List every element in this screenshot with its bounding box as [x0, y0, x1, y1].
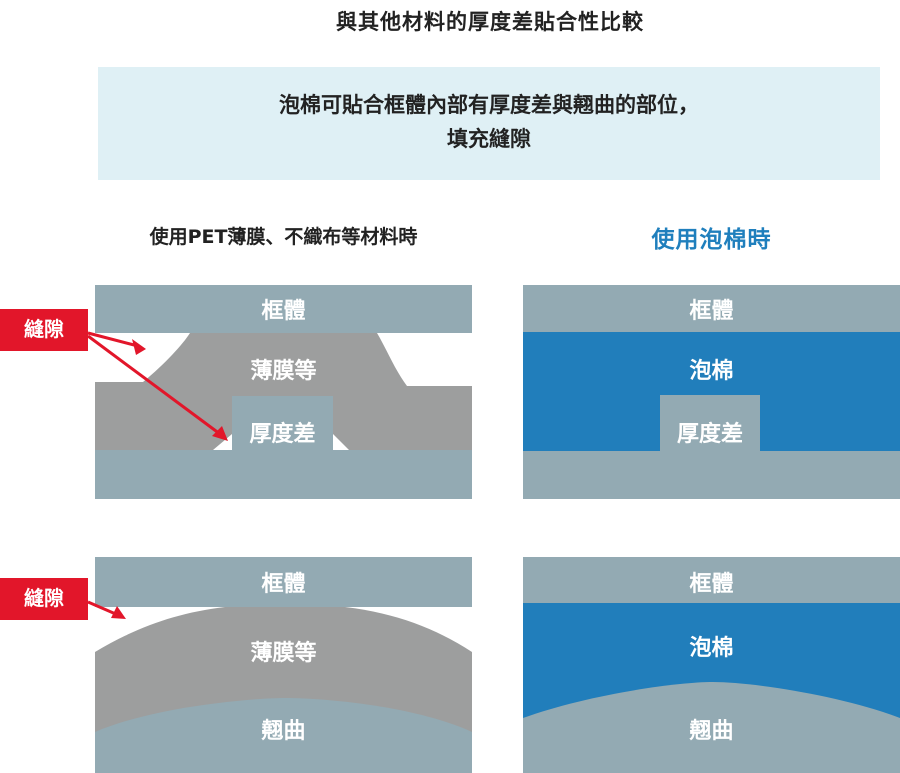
lead-line-1: 泡棉可貼合框體內部有厚度差與翹曲的部位， [279, 93, 699, 117]
foam-label: 泡棉 [689, 636, 734, 661]
foam-label: 泡棉 [689, 359, 734, 384]
diagram-warp-film: 框體 薄膜等 翹曲 [95, 556, 472, 773]
diagram-thickness-foam-graphic [523, 285, 900, 499]
diagram-thickness-film: 框體 薄膜等 厚度差 [95, 284, 472, 499]
frame-label: 框體 [689, 572, 734, 597]
diagram-warp-foam-graphic [523, 557, 900, 773]
left-column-heading: 使用PET薄膜、不織布等材料時 [149, 226, 418, 248]
diagram-warp-film-graphic [95, 557, 472, 773]
step-label: 厚度差 [676, 422, 743, 447]
frame-label: 框體 [689, 299, 734, 324]
gap-tag-top: 縫隙 [0, 309, 88, 351]
diagram-thickness-foam: 框體 泡棉 厚度差 [523, 284, 900, 499]
material-label: 薄膜等 [250, 359, 317, 384]
gap-tag-bottom: 縫隙 [0, 578, 88, 620]
warp-label: 翹曲 [689, 719, 734, 744]
right-column-heading: 使用泡棉時 [651, 227, 772, 253]
frame-label: 框體 [261, 299, 306, 324]
warp-label: 翹曲 [261, 719, 306, 744]
frame-label: 框體 [261, 572, 306, 597]
diagram-warp-foam: 框體 泡棉 翹曲 [523, 556, 900, 773]
lead-box: 泡棉可貼合框體內部有厚度差與翹曲的部位， 填充縫隙 [98, 67, 880, 180]
lead-line-2: 填充縫隙 [447, 127, 531, 151]
step-label: 厚度差 [249, 422, 316, 447]
material-label: 薄膜等 [250, 641, 317, 666]
page-title: 與其他材料的厚度差貼合性比較 [336, 10, 644, 34]
